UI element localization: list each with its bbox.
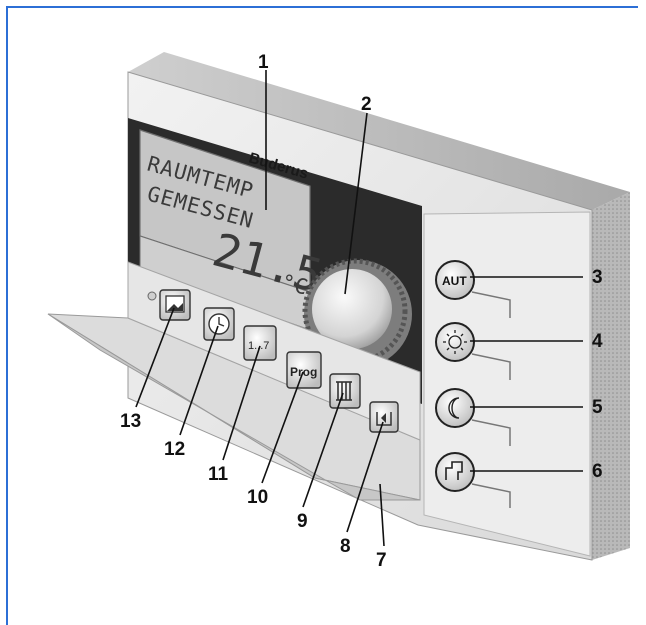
prog-button-label: Prog: [290, 365, 317, 379]
callout-13: 13: [120, 411, 141, 432]
flap-front: [47, 313, 421, 501]
lower-buttons: 1...7 Prog: [159, 289, 399, 433]
callout-10: 10: [247, 487, 268, 508]
day-button[interactable]: 1...7: [243, 325, 277, 361]
callout-7: 7: [376, 550, 387, 571]
callout-9: 9: [297, 511, 308, 532]
callout-numbers: 1 2 3 4 5 6 7 8 9 10 11 12 13: [120, 52, 603, 571]
day-mode-button[interactable]: [435, 322, 475, 362]
callout-2: 2: [361, 94, 372, 115]
tap-icon: [445, 461, 463, 480]
radiator-icon: [336, 381, 352, 401]
housing-right-side: [592, 192, 630, 560]
lcd-display: RAUMTEMP GEMESSEN 21.5 °C: [139, 129, 328, 331]
callout-1: 1: [258, 52, 269, 73]
radiator-button[interactable]: [329, 373, 361, 409]
night-mode-button[interactable]: [435, 388, 475, 428]
sun-icon: [443, 330, 467, 354]
callout-11: 11: [208, 464, 229, 485]
frame-left-border: [6, 6, 8, 625]
callout-5: 5: [592, 397, 603, 418]
housing-top: [128, 52, 630, 210]
back-button[interactable]: [369, 401, 399, 433]
auto-button-label: AUT: [442, 274, 467, 288]
leader-lines: [135, 70, 583, 547]
right-buttons: AUT: [435, 260, 511, 508]
callout-12: 12: [164, 439, 185, 460]
indicator-led: [147, 291, 157, 301]
hot-water-button[interactable]: [435, 452, 475, 492]
prog-button[interactable]: Prog: [286, 351, 322, 389]
knob-face: [312, 269, 392, 349]
display-button[interactable]: [159, 289, 191, 321]
frame-top-border: [6, 6, 638, 8]
back-icon: [376, 412, 392, 426]
button-slots: [471, 291, 511, 508]
callout-6: 6: [592, 461, 603, 482]
callout-8: 8: [340, 536, 351, 557]
moon-icon: [448, 397, 460, 419]
auto-button[interactable]: AUT: [435, 260, 475, 300]
callout-4: 4: [592, 331, 603, 352]
clock-button[interactable]: [203, 307, 235, 341]
day-button-label: 1...7: [248, 340, 269, 352]
callout-3: 3: [592, 267, 603, 288]
